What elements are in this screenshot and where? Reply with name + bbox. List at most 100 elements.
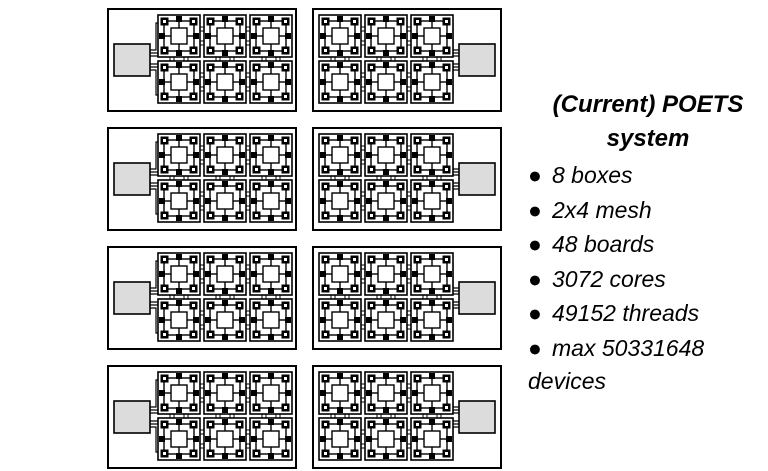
board-edge-node xyxy=(176,373,182,379)
bullet-icon: ● xyxy=(528,300,542,326)
board-node-core xyxy=(192,452,195,455)
board-node-core xyxy=(238,258,241,261)
board-edge-node xyxy=(205,271,211,277)
board-node-core xyxy=(209,168,212,171)
board-edge-node xyxy=(320,271,326,277)
board-node-core xyxy=(163,406,166,409)
host-cable xyxy=(150,260,158,289)
board-edge-node xyxy=(446,152,452,158)
board-node-core xyxy=(416,20,419,23)
board-edge-node xyxy=(412,317,418,323)
board-edge-node xyxy=(222,334,228,340)
board-node-core xyxy=(353,377,356,380)
board-edge-node xyxy=(222,419,228,425)
fpga-board xyxy=(157,417,201,461)
board-node-core xyxy=(445,66,448,69)
board-chip xyxy=(331,192,349,210)
board-edge-node xyxy=(412,79,418,85)
board-edge-node xyxy=(176,96,182,102)
board-chip xyxy=(262,27,280,45)
board-chip xyxy=(423,73,441,91)
board-node-core xyxy=(255,258,258,261)
board-edge-node xyxy=(285,390,291,396)
board-edge-node xyxy=(400,436,406,442)
board-node-core xyxy=(284,333,287,336)
board-edge-node xyxy=(400,33,406,39)
board-node-core xyxy=(238,452,241,455)
board-chip xyxy=(170,384,188,402)
board-node-core xyxy=(399,333,402,336)
board-node-core xyxy=(209,185,212,188)
board-node-core xyxy=(192,139,195,142)
board-node-core xyxy=(370,95,373,98)
board-node-core xyxy=(284,20,287,23)
board-edge-node xyxy=(251,152,257,158)
fpga-board xyxy=(157,371,201,415)
poets-box xyxy=(107,246,297,350)
board-edge-node xyxy=(383,215,389,221)
fpga-board xyxy=(318,179,362,223)
summary-item-threads: ●49152 threads xyxy=(528,296,768,331)
board-node-core xyxy=(445,214,448,217)
board-edge-node xyxy=(268,96,274,102)
board-edge-node xyxy=(383,373,389,379)
board-chip xyxy=(423,430,441,448)
board-node-core xyxy=(238,214,241,217)
board-edge-node xyxy=(320,79,326,85)
board-edge-node xyxy=(205,390,211,396)
board-node-core xyxy=(324,333,327,336)
board-node-core xyxy=(324,168,327,171)
fpga-board xyxy=(318,417,362,461)
summary-list: ●8 boxes ●2x4 mesh ●48 boards ●3072 core… xyxy=(528,158,768,365)
host-pc xyxy=(113,400,151,434)
board-node-core xyxy=(192,287,195,290)
summary-item-devices-cont: devices xyxy=(528,368,606,394)
board-node-core xyxy=(416,423,419,426)
board-node-core xyxy=(370,423,373,426)
board-node-core xyxy=(163,377,166,380)
board-node-core xyxy=(416,304,419,307)
board-edge-node xyxy=(239,390,245,396)
board-edge-node xyxy=(383,334,389,340)
board-node-core xyxy=(192,168,195,171)
board-node-core xyxy=(209,214,212,217)
board-edge-node xyxy=(176,453,182,459)
fpga-board xyxy=(364,60,408,104)
board-node-core xyxy=(370,185,373,188)
board-node-core xyxy=(284,66,287,69)
board-node-core xyxy=(238,139,241,142)
board-edge-node xyxy=(205,33,211,39)
board-edge-node xyxy=(239,436,245,442)
board-node-core xyxy=(324,49,327,52)
board-node-core xyxy=(370,258,373,261)
board-edge-node xyxy=(159,152,165,158)
board-edge-node xyxy=(337,288,343,294)
board-node-core xyxy=(192,258,195,261)
board-edge-node xyxy=(239,33,245,39)
board-edge-node xyxy=(222,169,228,175)
board-node-core xyxy=(399,258,402,261)
board-chip xyxy=(377,265,395,283)
board-edge-node xyxy=(159,79,165,85)
board-edge-node xyxy=(239,198,245,204)
board-node-core xyxy=(324,377,327,380)
board-node-core xyxy=(416,139,419,142)
summary-item-cores: ●3072 cores xyxy=(528,262,768,297)
board-node-core xyxy=(353,185,356,188)
board-edge-node xyxy=(383,453,389,459)
board-edge-node xyxy=(446,390,452,396)
board-edge-node xyxy=(285,271,291,277)
board-edge-node xyxy=(429,300,435,306)
board-edge-node xyxy=(159,198,165,204)
board-edge-node xyxy=(268,215,274,221)
poets-box xyxy=(312,127,502,231)
board-chip xyxy=(423,27,441,45)
fpga-board xyxy=(410,179,454,223)
board-edge-node xyxy=(446,33,452,39)
board-node-core xyxy=(163,20,166,23)
fpga-board xyxy=(364,417,408,461)
fpga-board xyxy=(249,371,293,415)
board-edge-node xyxy=(285,198,291,204)
board-node-core xyxy=(416,377,419,380)
host-pc xyxy=(113,43,151,77)
